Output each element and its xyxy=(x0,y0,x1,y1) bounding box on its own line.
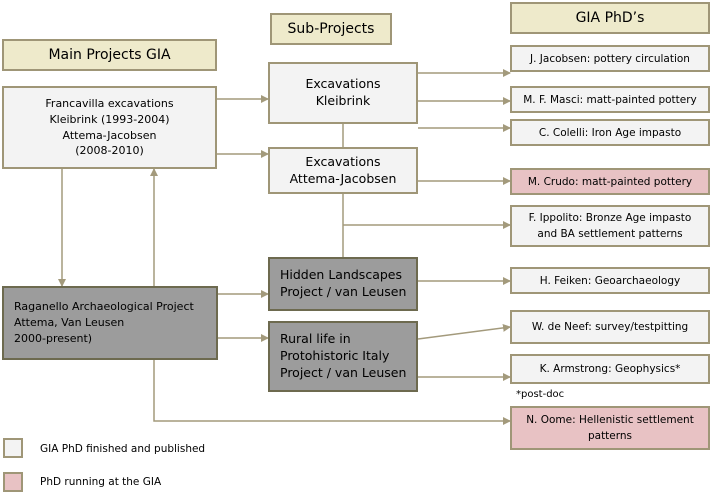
phd-masci: M. F. Masci: matt-painted pottery xyxy=(510,86,710,113)
header-gia-phds: GIA PhD’s xyxy=(510,2,710,34)
phd-crudo: M. Crudo: matt-painted pottery xyxy=(510,168,710,195)
legend-label-running: PhD running at the GIA xyxy=(40,476,162,488)
sub-project-kleibrink-label: Excavations Kleibrink xyxy=(305,76,381,108)
sub-project-kleibrink: Excavations Kleibrink xyxy=(268,62,418,124)
phd-oome: N. Oome: Hellenistic settlement patterns xyxy=(510,406,710,450)
header-main-projects-label: Main Projects GIA xyxy=(48,47,171,63)
header-sub-projects: Sub-Projects xyxy=(270,13,392,45)
phd-jacobsen-label: J. Jacobsen: pottery circulation xyxy=(530,52,690,65)
sub-project-hidden-landscapes-label: Hidden Landscapes Project / van Leusen xyxy=(280,267,407,299)
phd-armstrong: K. Armstrong: Geophysics* xyxy=(510,354,710,384)
phd-colelli: C. Colelli: Iron Age impasto xyxy=(510,119,710,146)
sub-project-attema-jacobsen: Excavations Attema-Jacobsen xyxy=(268,147,418,194)
phd-feiken: H. Feiken: Geoarchaeology xyxy=(510,267,710,294)
main-project-raganello: Raganello Archaeological Project Attema,… xyxy=(2,286,218,360)
phd-de-neef-label: W. de Neef: survey/testpitting xyxy=(531,321,689,333)
postdoc-note: *post-doc xyxy=(516,389,565,400)
header-sub-projects-label: Sub-Projects xyxy=(287,21,375,37)
main-project-francavilla-label: Francavilla excavations Kleibrink (1993-… xyxy=(45,96,174,158)
main-project-francavilla: Francavilla excavations Kleibrink (1993-… xyxy=(2,86,217,169)
legend-swatch-running xyxy=(3,472,23,492)
sub-project-attema-jacobsen-label: Excavations Attema-Jacobsen xyxy=(289,153,397,186)
sub-project-rural-life: Rural life in Protohistoric Italy Projec… xyxy=(268,321,418,392)
legend-swatch-finished xyxy=(3,438,23,458)
phd-armstrong-label: K. Armstrong: Geophysics* xyxy=(539,363,681,375)
arrow-rural-deneef xyxy=(417,323,511,340)
arrow-raganello-oome xyxy=(153,360,511,425)
header-main-projects: Main Projects GIA xyxy=(2,39,217,71)
phd-ippolito-label: F. Ippolito: Bronze Age impasto and BA s… xyxy=(528,211,692,240)
phd-colelli-label: C. Colelli: Iron Age impasto xyxy=(538,126,682,139)
phd-de-neef: W. de Neef: survey/testpitting xyxy=(510,310,710,344)
main-project-raganello-label: Raganello Archaeological Project Attema,… xyxy=(14,300,194,345)
phd-oome-label: N. Oome: Hellenistic settlement patterns xyxy=(526,413,694,442)
header-gia-phds-label: GIA PhD’s xyxy=(575,10,645,26)
legend-label-finished: GIA PhD finished and published xyxy=(40,443,206,455)
sub-project-hidden-landscapes: Hidden Landscapes Project / van Leusen xyxy=(268,257,418,311)
phd-masci-label: M. F. Masci: matt-painted pottery xyxy=(523,93,697,106)
phd-jacobsen: J. Jacobsen: pottery circulation xyxy=(510,45,710,72)
phd-feiken-label: H. Feiken: Geoarchaeology xyxy=(539,274,681,287)
phd-crudo-label: M. Crudo: matt-painted pottery xyxy=(527,175,693,188)
phd-ippolito: F. Ippolito: Bronze Age impasto and BA s… xyxy=(510,205,710,247)
sub-project-rural-life-label: Rural life in Protohistoric Italy Projec… xyxy=(280,331,407,380)
